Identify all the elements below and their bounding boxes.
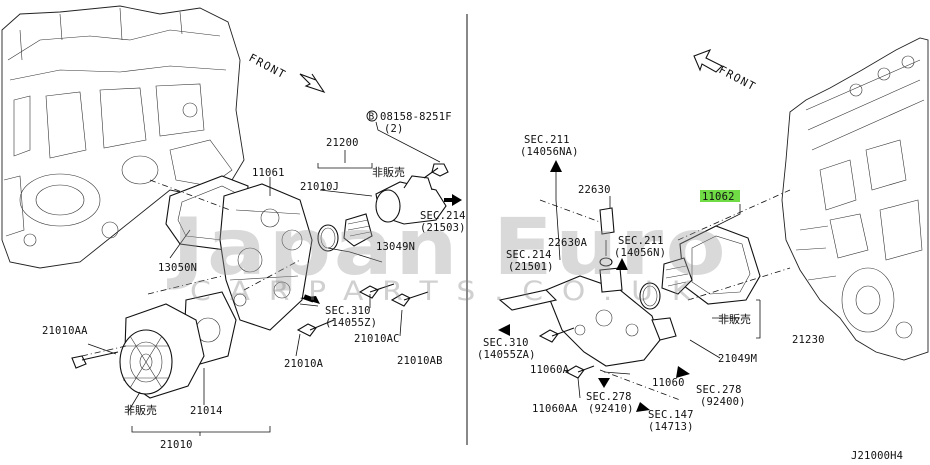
label-sec214-left: SEC.214 xyxy=(420,210,466,222)
watermark-sub: CARPARTS.CO.UK xyxy=(190,276,710,307)
bolts-right xyxy=(538,327,595,379)
label-21010J: 21010J xyxy=(300,181,339,193)
label-22630: 22630 xyxy=(578,184,611,196)
label-21010AB: 21010AB xyxy=(397,355,443,367)
label-sec310-right-sub: (14055ZA) xyxy=(477,349,536,361)
label-11061: 11061 xyxy=(252,167,285,179)
label-21010AA: 21010AA xyxy=(42,325,88,337)
gasket-11062 xyxy=(679,225,761,305)
label-sec211-a: SEC.211 xyxy=(524,134,570,146)
label-sec211-a-sub: (14056NA) xyxy=(520,146,579,158)
label-sec278-a-sub: (92400) xyxy=(700,396,746,408)
label-13050N: 13050N xyxy=(158,262,197,274)
label-sec147: SEC.147 xyxy=(648,409,694,421)
water-outlet-11060 xyxy=(498,267,677,367)
right-engine-block xyxy=(781,37,929,361)
label-11062: 11062 xyxy=(702,191,735,203)
water-outlet-housing-11061 xyxy=(219,183,313,331)
label-sec211-b-sub: (14056N) xyxy=(614,247,666,259)
label-21010: 21010 xyxy=(160,439,193,451)
label-13049N: 13049N xyxy=(376,241,415,253)
watermark: Japan Euro CARPARTS.CO.UK xyxy=(166,203,728,307)
front-label-left: FRONT xyxy=(247,51,289,82)
leader-lines-right xyxy=(539,172,791,401)
thermostat xyxy=(317,213,373,252)
label-21200: 21200 xyxy=(326,137,359,149)
front-label-right: FRONT xyxy=(717,63,759,94)
sec-arrows-right xyxy=(498,160,690,412)
thermostat-housing-21200 xyxy=(375,175,447,225)
diagram-code: J21000H4 xyxy=(851,450,903,462)
label-sec310-left: SEC.310 xyxy=(325,305,371,317)
label-sec214-right: SEC.214 xyxy=(506,249,552,261)
label-21230: 21230 xyxy=(792,334,825,346)
label-sec211-b: SEC.211 xyxy=(618,235,664,247)
front-indicator-right: FRONT xyxy=(693,48,759,94)
sec-arrows-left xyxy=(300,194,462,304)
left-engine-block xyxy=(1,5,245,269)
water-pump-21010 xyxy=(119,303,205,399)
label-not-for-sale: 非販売 xyxy=(372,166,405,179)
highlight-11062 xyxy=(700,190,740,202)
leader-lines-left xyxy=(81,121,441,436)
labels-left: 21200 11061 21010J 非販売 B 08158-8251F (2)… xyxy=(42,110,466,451)
label-sec147-sub: (14713) xyxy=(648,421,694,433)
label-11060A: 11060A xyxy=(530,364,570,376)
labels-right: SEC.211 (14056NA) 22630 22630A SEC.211 (… xyxy=(477,134,825,433)
label-sec278-a: SEC.278 xyxy=(696,384,742,396)
label-not-for-sale-right: 非販売 xyxy=(718,313,751,326)
label-21014: 21014 xyxy=(190,405,223,417)
label-11060AA: 11060AA xyxy=(532,403,578,415)
label-sec278-b-sub: (92410) xyxy=(588,403,634,415)
label-bolt-code: 08158-8251F xyxy=(380,111,452,123)
label-bolt-qty: (2) xyxy=(384,123,404,135)
label-sec310-right: SEC.310 xyxy=(483,337,529,349)
label-21010A: 21010A xyxy=(284,358,324,370)
label-sec214-right-sub: (21501) xyxy=(508,261,554,273)
label-sec278-b: SEC.278 xyxy=(586,391,632,403)
right-thermostat xyxy=(639,257,693,310)
front-indicator-left: FRONT xyxy=(247,51,326,94)
label-sec214-left-sub: (21503) xyxy=(420,222,466,234)
label-21010AC: 21010AC xyxy=(354,333,400,345)
label-22630A: 22630A xyxy=(548,237,588,249)
temperature-sensor-22630 xyxy=(599,207,615,267)
label-not-for-sale-2: 非販売 xyxy=(124,404,157,417)
label-bolt-circle: B xyxy=(369,112,375,123)
label-11060: 11060 xyxy=(652,377,685,389)
watermark-brand: Japan Euro xyxy=(166,203,728,293)
bolts-left xyxy=(71,163,449,369)
label-21049M: 21049M xyxy=(718,353,757,365)
label-sec310-left-sub: (14055Z) xyxy=(325,317,377,329)
